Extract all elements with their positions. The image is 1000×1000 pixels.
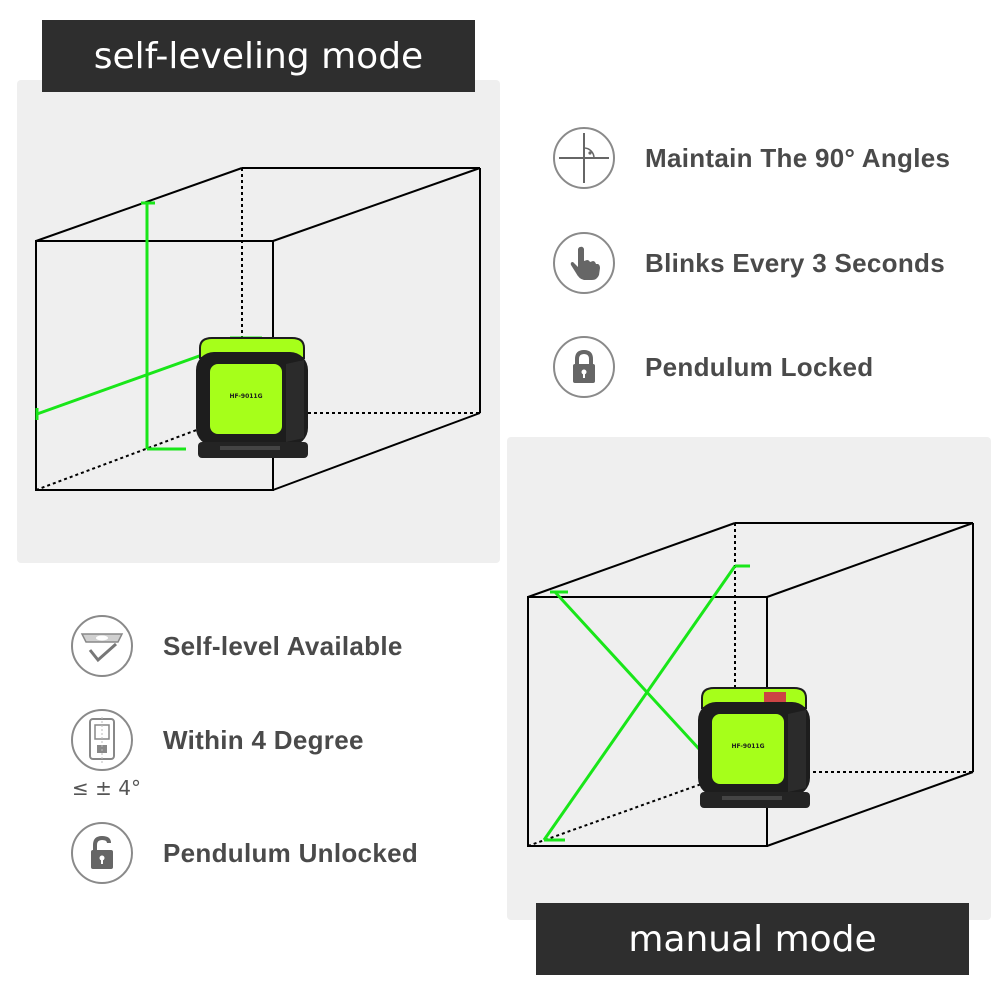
bottom-laser-lines xyxy=(542,564,750,842)
feature-maintain-angles: Maintain The 90° Angles xyxy=(553,127,950,189)
manual-mode-title-text: manual mode xyxy=(628,918,877,960)
pointing-hand-icon xyxy=(553,232,615,294)
feature-label: Maintain The 90° Angles xyxy=(645,142,951,173)
feature-label: Self-level Available xyxy=(163,630,403,661)
feature-self-level: Self-level Available xyxy=(71,615,403,677)
manual-panel xyxy=(507,437,991,920)
self-leveling-title: self-leveling mode xyxy=(42,20,475,92)
bottom-device-model: HF-9011G xyxy=(731,743,764,750)
feature-pendulum-locked: Pendulum Locked xyxy=(553,336,873,398)
top-laser-lines xyxy=(35,201,262,451)
tilt-range-note: ≤ ± 4° xyxy=(72,776,141,800)
level-check-icon xyxy=(71,615,133,677)
self-leveling-title-text: self-leveling mode xyxy=(93,35,424,77)
tilt-device-icon xyxy=(71,709,133,771)
feature-label: Blinks Every 3 Seconds xyxy=(645,247,945,278)
feature-label: Pendulum Locked xyxy=(645,351,874,382)
padlock-unlocked-icon xyxy=(71,822,133,884)
manual-mode-title: manual mode xyxy=(536,903,969,975)
top-device-model: HF-9011G xyxy=(229,393,262,400)
bottom-box xyxy=(527,522,974,847)
self-leveling-panel xyxy=(17,80,500,563)
feature-pendulum-unlocked: Pendulum Unlocked xyxy=(71,822,418,884)
feature-blinks: Blinks Every 3 Seconds xyxy=(553,232,945,294)
bottom-device: HF-9011G xyxy=(697,687,811,809)
feature-within-degree: Within 4 Degree xyxy=(71,709,364,771)
padlock-locked-icon xyxy=(553,336,615,398)
crosshair-angle-icon xyxy=(553,127,615,189)
feature-label: Within 4 Degree xyxy=(163,724,364,755)
top-device: HF-9011G xyxy=(195,337,309,459)
feature-label: Pendulum Unlocked xyxy=(163,837,419,868)
